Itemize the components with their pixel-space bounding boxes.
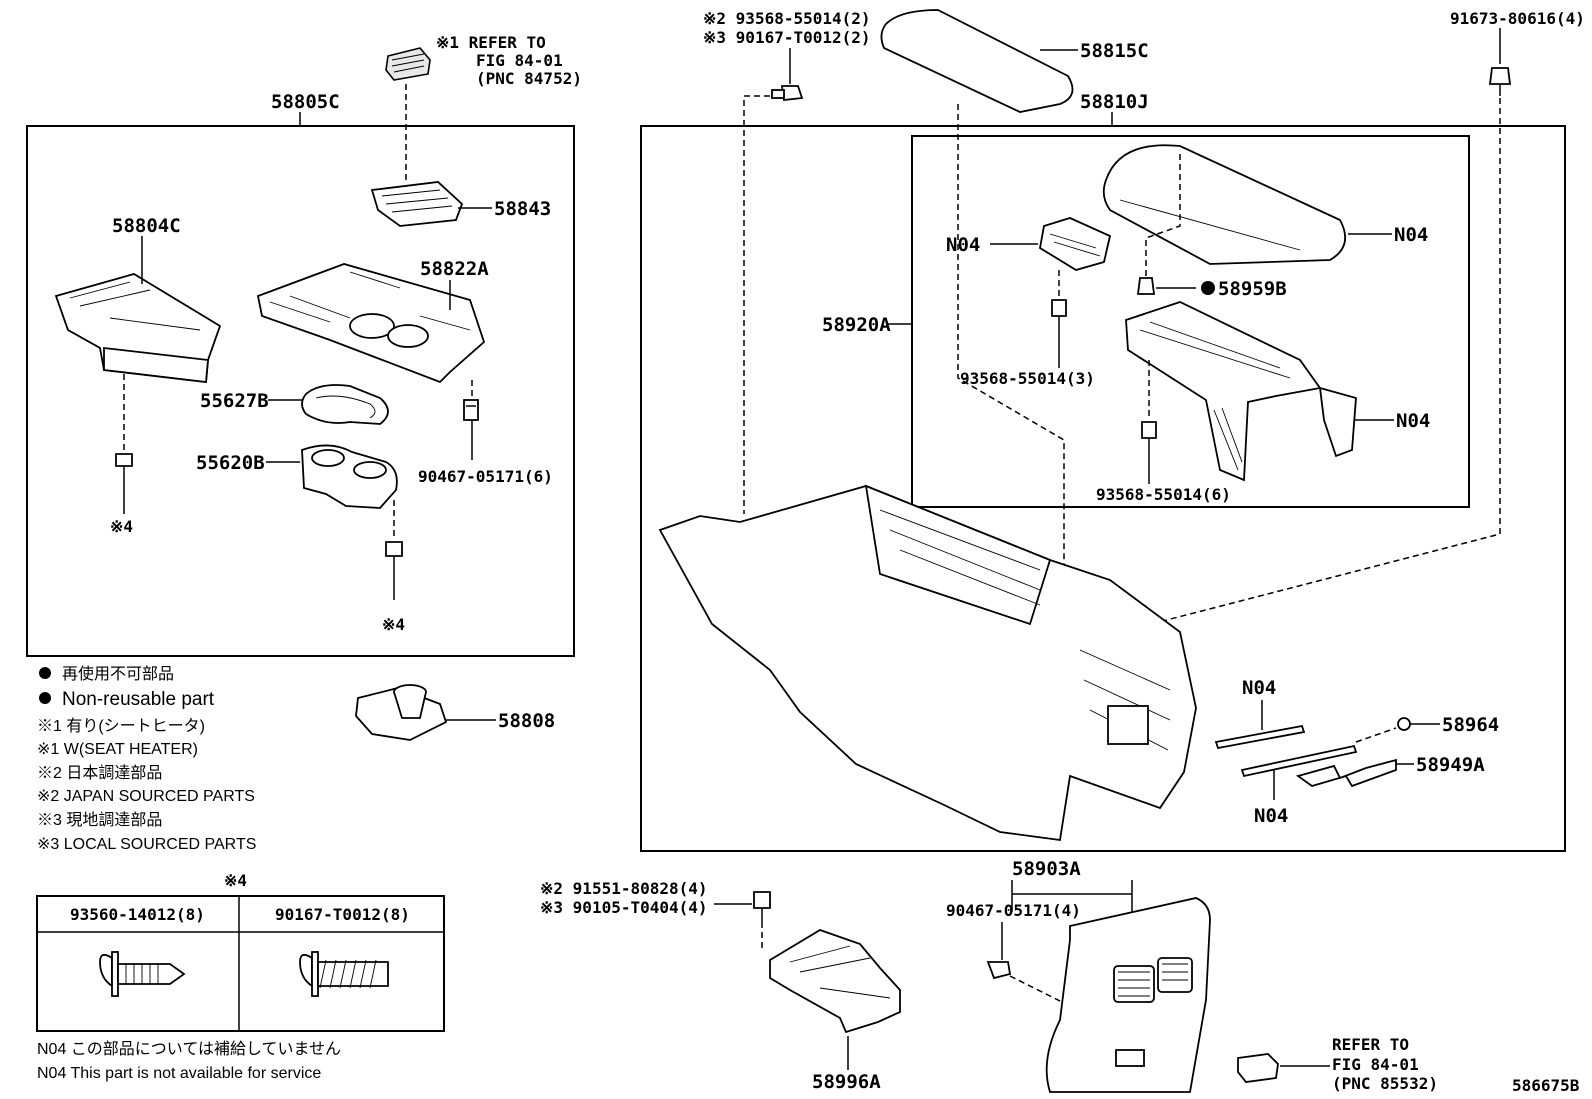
callout-N04-rod1[interactable]: N04 bbox=[1242, 677, 1276, 699]
callout-93568-55014-3[interactable]: 93568-55014(3) bbox=[960, 369, 1095, 388]
callout-58949A[interactable]: 58949A bbox=[1416, 754, 1485, 776]
screw-90167-T0012-icon bbox=[299, 951, 389, 997]
clip-58964 bbox=[1397, 717, 1411, 731]
diagram-id: 586675B bbox=[1512, 1076, 1580, 1095]
assembly-box-58810J bbox=[640, 125, 1566, 852]
callout-58996A[interactable]: 58996A bbox=[812, 1071, 881, 1093]
clip-90467-05171-4 bbox=[986, 961, 1012, 980]
part-N04-rod-2 bbox=[1240, 744, 1358, 778]
callout-58822A[interactable]: 58822A bbox=[420, 258, 489, 280]
bolt-top-center bbox=[771, 85, 804, 101]
fastener-col-2: 90167-T0012(8) bbox=[275, 905, 410, 924]
legend-item-2: ※1 有り(シートヒータ) bbox=[37, 717, 205, 735]
part-58949A-spring bbox=[1295, 758, 1397, 788]
assembly-box-58805C bbox=[26, 125, 575, 657]
part-N04-bracket bbox=[1125, 301, 1357, 482]
ref-text-2-line3: (PNC 85532) bbox=[1332, 1074, 1438, 1093]
part-58822A-panel bbox=[256, 263, 486, 384]
callout-58920A[interactable]: 58920A bbox=[822, 314, 891, 336]
callout-90467-05171-4[interactable]: 90467-05171(4) bbox=[946, 901, 1081, 920]
callout-58815C[interactable]: 58815C bbox=[1080, 40, 1149, 62]
top-bolt-line1: ※2 93568-55014(2) bbox=[703, 9, 871, 28]
part-55620B-cupholder bbox=[301, 444, 398, 509]
legend-item-7: ※3 LOCAL SOURCED PARTS bbox=[37, 836, 256, 853]
screw-93568-55014-3 bbox=[1051, 299, 1067, 330]
part-58815C-pad bbox=[880, 9, 1074, 113]
callout-N04-lid[interactable]: N04 bbox=[1394, 224, 1428, 246]
fastener-col-1: 93560-14012(8) bbox=[70, 905, 205, 924]
bolt-top-right bbox=[1488, 67, 1512, 96]
callout-58810J[interactable]: 58810J bbox=[1080, 91, 1149, 113]
ref-text-1-line2: FIG 84-01 bbox=[476, 51, 563, 70]
callout-58804C[interactable]: 58804C bbox=[112, 215, 181, 237]
callout-91673-80616-4[interactable]: 91673-80616(4) bbox=[1450, 9, 1585, 28]
callout-58808[interactable]: 58808 bbox=[498, 710, 555, 732]
callout-mark4-a[interactable]: ※4 bbox=[110, 517, 133, 536]
bottom-bolt-line1: ※2 91551-80828(4) bbox=[540, 879, 708, 898]
usb-socket-part bbox=[1237, 1053, 1279, 1083]
part-N04-hinge bbox=[1039, 217, 1112, 271]
assembly-box-58920A bbox=[911, 135, 1470, 508]
screw-55620B bbox=[385, 541, 403, 557]
part-58804C-tray bbox=[54, 273, 222, 384]
callout-90467-05171-6[interactable]: 90467-05171(6) bbox=[418, 467, 553, 486]
part-58903A-rear-panel bbox=[1045, 897, 1211, 1093]
legend-item-5: ※2 JAPAN SOURCED PARTS bbox=[37, 788, 255, 805]
legend-item-1: Non-reusable part bbox=[62, 689, 215, 710]
footnote-0: N04 この部品については補給していません bbox=[37, 1040, 341, 1058]
callout-58805C[interactable]: 58805C bbox=[271, 91, 340, 113]
part-58843-plate bbox=[370, 181, 464, 227]
seat-heater-switch bbox=[385, 47, 431, 81]
part-58996A-bracket bbox=[769, 929, 901, 1034]
legend-item-4: ※2 日本調達部品 bbox=[37, 764, 162, 782]
part-55627B-mat bbox=[301, 384, 389, 425]
non-reusable-dot-58959B bbox=[1201, 281, 1215, 295]
bolt-58996A bbox=[753, 891, 771, 922]
callout-58959B[interactable]: 58959B bbox=[1218, 278, 1287, 300]
callout-mark4-b[interactable]: ※4 bbox=[382, 615, 405, 634]
callout-N04-bracket[interactable]: N04 bbox=[1396, 410, 1430, 432]
part-N04-rod-1 bbox=[1214, 724, 1306, 750]
legend-bullet-1 bbox=[39, 667, 51, 679]
legend-item-3: ※1 W(SEAT HEATER) bbox=[37, 741, 198, 758]
callout-55620B[interactable]: 55620B bbox=[196, 452, 265, 474]
ref-text-2-line1: REFER TO bbox=[1332, 1035, 1409, 1054]
fastener-table-title: ※4 bbox=[224, 871, 247, 890]
screw-93560-14012-icon bbox=[99, 951, 186, 997]
legend-item-0: 再使用不可部品 bbox=[62, 665, 174, 683]
callout-58964[interactable]: 58964 bbox=[1442, 714, 1499, 736]
screw-93568-55014-6 bbox=[1141, 421, 1157, 452]
clip-90467-05171 bbox=[463, 399, 479, 421]
callout-N04-rod2[interactable]: N04 bbox=[1254, 805, 1288, 827]
ref-text-1-line3: (PNC 84752) bbox=[476, 69, 582, 88]
top-bolt-line2: ※3 90167-T0012(2) bbox=[703, 28, 871, 47]
callout-93568-55014-6[interactable]: 93568-55014(6) bbox=[1096, 485, 1231, 504]
clip-58959B bbox=[1136, 277, 1156, 295]
part-58808-boot bbox=[355, 684, 448, 741]
callout-58903A[interactable]: 58903A bbox=[1012, 858, 1081, 880]
ref-text-1-line1: ※1 REFER TO bbox=[436, 33, 546, 52]
callout-N04-hinge[interactable]: N04 bbox=[946, 234, 980, 256]
screw-58804C bbox=[115, 453, 133, 480]
fastener-table bbox=[36, 895, 445, 1032]
legend-bullet-2 bbox=[39, 692, 51, 704]
legend-item-6: ※3 現地調達部品 bbox=[37, 811, 162, 829]
bottom-bolt-line2: ※3 90105-T0404(4) bbox=[540, 898, 708, 917]
footnote-1: N04 This part is not available for servi… bbox=[37, 1065, 321, 1082]
callout-58843[interactable]: 58843 bbox=[494, 198, 551, 220]
ref-text-2-line2: FIG 84-01 bbox=[1332, 1055, 1419, 1074]
callout-55627B[interactable]: 55627B bbox=[200, 390, 269, 412]
part-N04-lid bbox=[1102, 144, 1347, 265]
part-58903A-console-body bbox=[658, 484, 1197, 842]
